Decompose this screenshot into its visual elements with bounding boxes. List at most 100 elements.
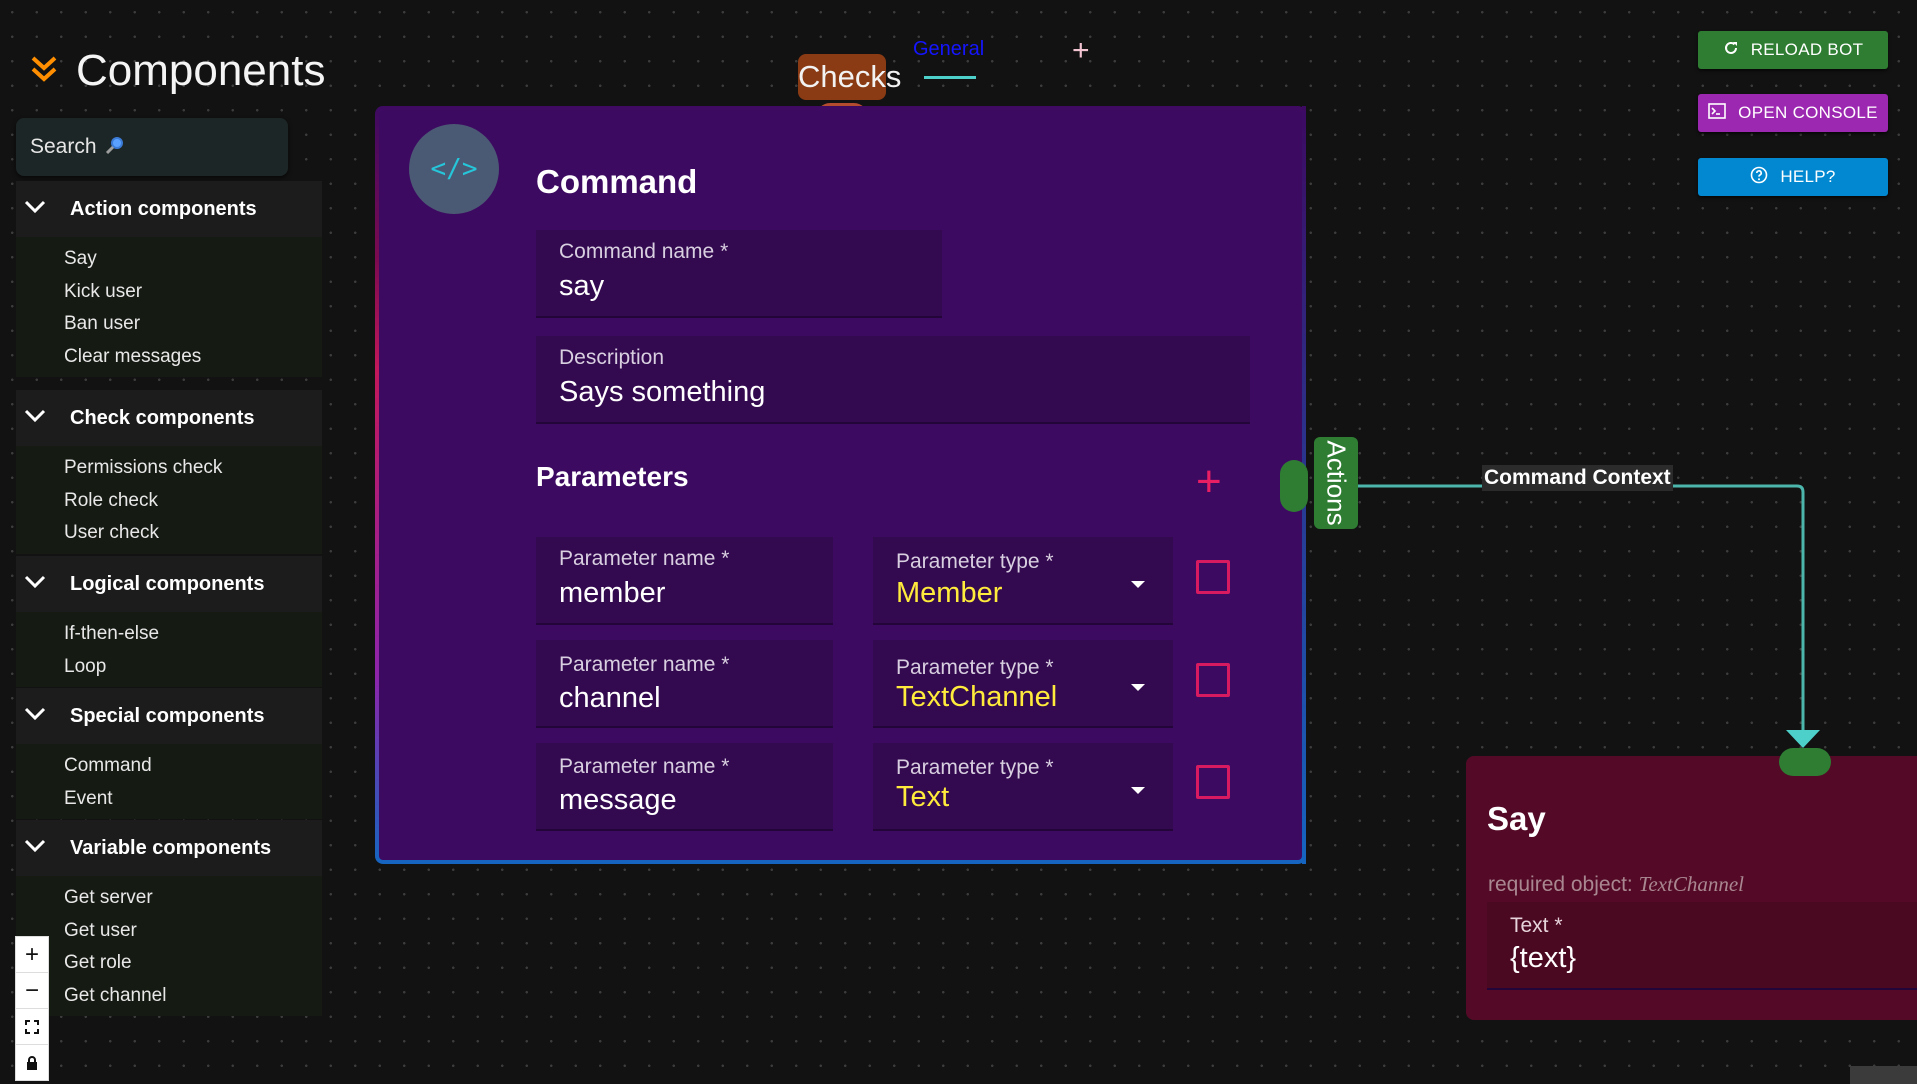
help-label: HELP?	[1780, 167, 1836, 186]
console-label: OPEN CONSOLE	[1738, 103, 1878, 122]
add-parameter-button[interactable]: +	[1196, 457, 1222, 506]
section-title: Variable components	[70, 836, 272, 859]
parameter-type-select[interactable]: Parameter type * TextChannel	[873, 640, 1173, 728]
section-special-components: Special components Command Event	[16, 688, 322, 819]
component-item-if-then-else[interactable]: If-then-else	[64, 623, 160, 644]
dropdown-arrow-icon	[1131, 581, 1145, 588]
code-icon: </>	[409, 124, 499, 214]
parameter-type-select[interactable]: Parameter type * Member	[873, 537, 1173, 625]
required-object-type: TextChannel	[1638, 872, 1744, 896]
dropdown-arrow-icon	[1131, 787, 1145, 794]
add-tab-button[interactable]: +	[1072, 34, 1090, 67]
component-item-clear-messages[interactable]: Clear messages	[64, 345, 202, 367]
actions-tag: Actions	[1314, 437, 1358, 529]
edge-label: Command Context	[1482, 465, 1673, 491]
component-item-get-user[interactable]: Get user	[64, 919, 137, 941]
parameter-required-checkbox[interactable]	[1196, 663, 1230, 697]
sidebar-header: Components	[30, 46, 325, 96]
field-value: member	[559, 577, 666, 609]
help-icon	[1750, 166, 1780, 189]
component-item-ban-user[interactable]: Ban user	[64, 313, 141, 334]
field-value: {text}	[1510, 942, 1577, 974]
field-value: Says something	[559, 376, 766, 408]
component-item-permissions-check[interactable]: Permissions check	[64, 457, 223, 478]
component-item-user-check[interactable]: User check	[64, 522, 160, 543]
tab-general[interactable]: General	[913, 38, 985, 60]
required-object-text: required object: TextChannel	[1488, 872, 1744, 897]
active-tab-indicator	[924, 76, 976, 79]
component-item-command[interactable]: Command	[64, 755, 152, 776]
component-item-loop[interactable]: Loop	[64, 655, 107, 677]
component-item-get-role[interactable]: Get role	[64, 952, 132, 973]
reload-icon	[1723, 40, 1751, 61]
say-text-field[interactable]: Text * {text}	[1487, 902, 1917, 990]
field-label: Command name *	[559, 240, 729, 263]
description-field[interactable]: Description Says something	[536, 336, 1250, 424]
section-header[interactable]: Logical components	[16, 556, 322, 612]
zoom-in-button[interactable]: +	[16, 937, 48, 973]
open-console-button[interactable]: OPEN CONSOLE	[1698, 94, 1888, 132]
section-variable-components: Variable components Get server Get user …	[16, 820, 322, 1016]
console-icon	[1708, 102, 1738, 124]
collapse-chevrons-icon[interactable]	[30, 54, 58, 89]
lock-button[interactable]	[16, 1045, 48, 1080]
field-value: Text	[896, 781, 950, 813]
search-icon	[105, 135, 125, 160]
field-label: Text *	[1510, 914, 1563, 937]
chevron-down-icon	[24, 200, 50, 219]
section-action-components: Action components Say Kick user Ban user…	[16, 181, 322, 377]
component-item-get-channel[interactable]: Get channel	[64, 984, 167, 1006]
help-button[interactable]: HELP?	[1698, 158, 1888, 196]
section-title: Special components	[70, 704, 265, 727]
chevron-down-icon	[24, 409, 50, 428]
chevron-down-icon	[24, 707, 50, 726]
attribution-corner	[1850, 1066, 1917, 1084]
zoom-out-button[interactable]: −	[16, 973, 48, 1009]
section-header[interactable]: Check components	[16, 390, 322, 446]
field-label: Parameter type *	[896, 756, 1054, 779]
section-header[interactable]: Special components	[16, 688, 322, 744]
actions-connector-handle[interactable]	[1280, 460, 1308, 512]
required-object-prefix: required object:	[1488, 873, 1639, 896]
parameter-type-select[interactable]: Parameter type * Text	[873, 743, 1173, 831]
fit-view-icon	[25, 1013, 39, 1041]
chevron-down-icon	[24, 839, 50, 858]
section-check-components: Check components Permissions check Role …	[16, 390, 322, 554]
component-item-role-check[interactable]: Role check	[64, 489, 158, 511]
component-item-event[interactable]: Event	[64, 787, 113, 809]
fit-view-button[interactable]	[16, 1009, 48, 1045]
dropdown-arrow-icon	[1131, 684, 1145, 691]
field-label: Parameter name *	[559, 653, 730, 676]
parameter-name-field[interactable]: Parameter name * member	[536, 537, 833, 625]
command-name-field[interactable]: Command name * say	[536, 230, 942, 318]
component-item-say[interactable]: Say	[64, 248, 97, 269]
parameter-name-field[interactable]: Parameter name * channel	[536, 640, 833, 728]
chevron-down-icon	[24, 575, 50, 594]
field-label: Parameter name *	[559, 547, 730, 570]
field-value: channel	[559, 682, 661, 714]
section-header[interactable]: Variable components	[16, 820, 322, 876]
search-input[interactable]: Search	[16, 118, 288, 176]
component-item-kick-user[interactable]: Kick user	[64, 280, 143, 302]
say-node-title: Say	[1487, 800, 1546, 837]
field-label: Parameter type *	[896, 550, 1054, 573]
component-item-get-server[interactable]: Get server	[64, 887, 153, 908]
section-title: Logical components	[70, 572, 265, 595]
field-value: message	[559, 784, 677, 816]
parameter-required-checkbox[interactable]	[1196, 765, 1230, 799]
sidebar-title: Components	[76, 46, 326, 95]
section-title: Check components	[70, 406, 255, 429]
canvas-controls: + −	[15, 936, 49, 1081]
field-value: say	[559, 270, 605, 302]
field-label: Parameter name *	[559, 755, 730, 778]
parameter-name-field[interactable]: Parameter name * message	[536, 743, 833, 831]
reload-bot-button[interactable]: RELOAD BOT	[1698, 31, 1888, 69]
checks-tag: Checks	[798, 54, 901, 100]
actions-tag-label: Actions	[1321, 440, 1352, 526]
section-header[interactable]: Action components	[16, 181, 322, 237]
field-value: Member	[896, 577, 1003, 609]
lock-icon	[26, 1049, 38, 1077]
parameter-required-checkbox[interactable]	[1196, 560, 1230, 594]
say-input-handle[interactable]	[1779, 748, 1831, 776]
search-label: Search	[30, 135, 97, 158]
